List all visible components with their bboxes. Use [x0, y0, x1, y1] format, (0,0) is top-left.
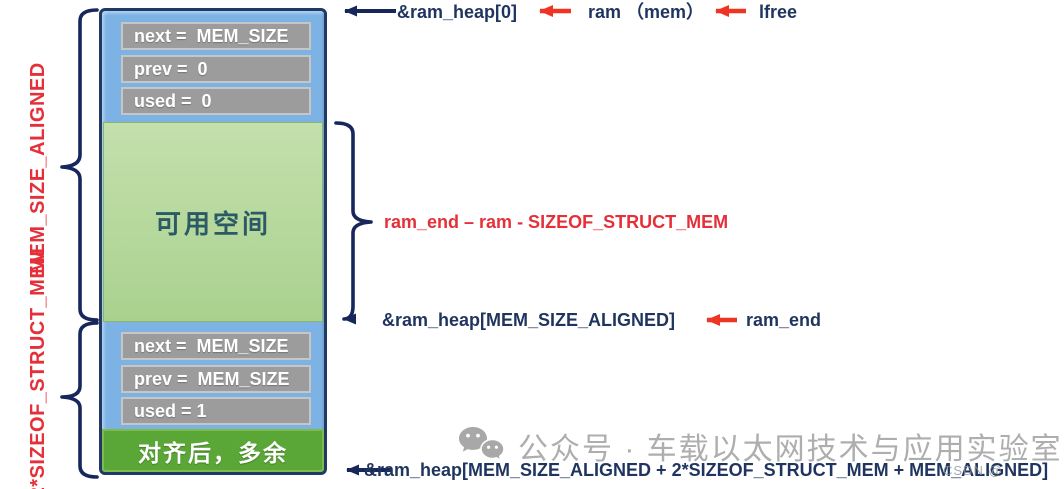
mem-struct-field-next: next = MEM_SIZE — [121, 22, 311, 50]
annotation-lfree: lfree — [759, 2, 798, 22]
mem-struct-field-prev: prev = 0 — [121, 55, 311, 83]
annotation-ram-mem: ram （mem） — [588, 2, 705, 22]
annotation-heap-end: &ram_heap[MEM_SIZE_ALIGNED + 2*SIZEOF_ST… — [364, 460, 1049, 480]
wechat-watermark: 公众号 · 车载以太网技术与应用实验室 — [458, 424, 1063, 468]
annotation-heap-aligned: &ram_heap[MEM_SIZE_ALIGNED] — [382, 310, 676, 330]
wechat-watermark-text: 公众号 · 车载以太网技术与应用实验室 — [518, 433, 1063, 466]
free-space-block: 可用空间 — [103, 122, 323, 322]
memory-box: next = MEM_SIZE prev = 0 used = 0 可用空间 n… — [99, 8, 327, 475]
mem-struct-field-used: used = 0 — [121, 87, 311, 115]
end-struct-field-next: next = MEM_SIZE — [121, 332, 311, 360]
csdn-watermark: CSDN @ — [943, 463, 1003, 478]
annotation-ram-end: ram_end — [746, 310, 822, 330]
end-struct-field-prev: prev = MEM_SIZE — [121, 365, 311, 393]
annotation-heap-start: &ram_heap[0] — [397, 2, 518, 22]
right-brace-free-space-with-arrow — [334, 121, 373, 325]
left-brace-mem-size-aligned — [60, 8, 99, 322]
alignment-surplus-block: 对齐后，多余 — [102, 429, 324, 472]
label-2-sizeof-struct-mem: 2*SIZEOF_STRUCT_MEM — [26, 247, 49, 489]
annotation-free-size-formula: ram_end – ram - SIZEOF_STRUCT_MEM — [384, 212, 729, 232]
end-struct-field-used: used = 1 — [121, 397, 311, 425]
wechat-icon — [459, 427, 505, 462]
left-brace-sizeof-struct-mem — [60, 321, 99, 479]
